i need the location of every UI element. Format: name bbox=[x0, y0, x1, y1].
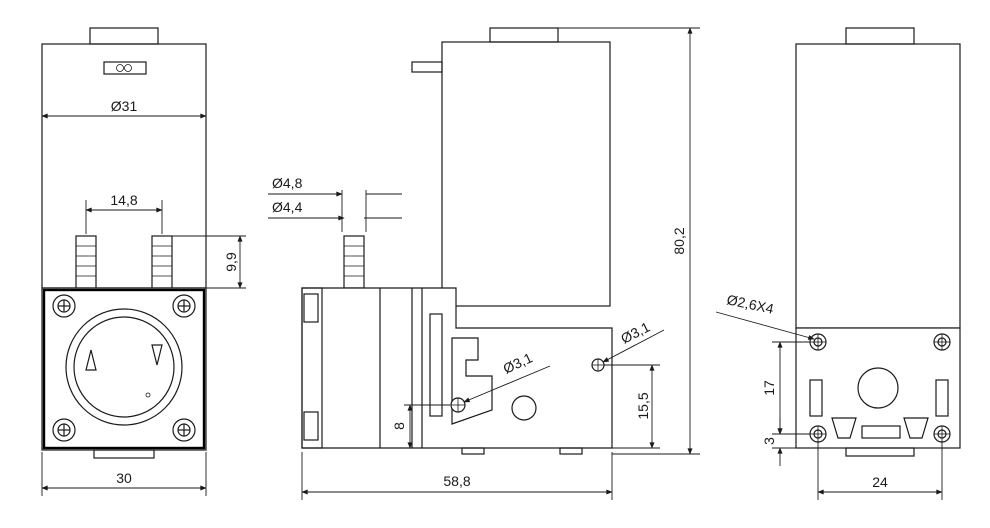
mount-hole-icon bbox=[933, 425, 951, 443]
dim-mount-edge: 3 bbox=[761, 437, 777, 445]
dim-outlet-height: 9,9 bbox=[223, 252, 239, 272]
dim-mount-spacing: 24 bbox=[872, 474, 888, 490]
mount-hole-icon bbox=[933, 333, 951, 351]
screw-icon bbox=[52, 294, 76, 318]
port-circle bbox=[511, 395, 537, 421]
screw-icon bbox=[172, 418, 196, 442]
dim-hole-height: 15,5 bbox=[635, 392, 651, 419]
slot bbox=[429, 313, 443, 417]
motor-cap bbox=[89, 27, 159, 45]
dim-mount-holes: Ø2,6X4 bbox=[725, 291, 775, 317]
dim-hole-diameter-b: Ø3,1 bbox=[618, 319, 652, 347]
mount-hole-icon bbox=[591, 358, 605, 372]
dim-width-front: 30 bbox=[116, 470, 132, 486]
motor-body bbox=[795, 43, 961, 329]
terminal-block bbox=[103, 61, 147, 75]
center-port bbox=[857, 367, 899, 409]
dim-tube-outer: Ø4,8 bbox=[272, 175, 303, 191]
pump-chamber-outer bbox=[65, 308, 183, 426]
terminal-pin bbox=[411, 61, 443, 73]
arrow-down-icon bbox=[151, 344, 163, 366]
tube-outlet bbox=[343, 235, 365, 289]
motor-body bbox=[441, 41, 611, 307]
dim-hole-offset: 8 bbox=[391, 422, 407, 430]
valve-cutout bbox=[451, 337, 493, 425]
rear-view: Ø2,6X4 17 3 24 bbox=[715, 27, 961, 500]
motor-body bbox=[41, 43, 207, 289]
mount-hole-icon bbox=[450, 397, 466, 413]
pump-chamber-inner bbox=[73, 316, 175, 418]
dim-total-length: 58,8 bbox=[443, 473, 470, 489]
outlet-right bbox=[151, 235, 173, 289]
dim-total-height: 80,2 bbox=[671, 227, 687, 254]
mount-hole-icon bbox=[809, 425, 827, 443]
screw-icon bbox=[172, 294, 196, 318]
outlet-left bbox=[75, 235, 97, 289]
side-view: Ø4,8 Ø4,4 80,2 15,5 8 Ø3,1 Ø3,1 58,8 bbox=[268, 27, 700, 500]
motor-cap bbox=[845, 27, 915, 45]
pump-housing bbox=[301, 287, 613, 449]
dim-tube-inner: Ø4,4 bbox=[272, 199, 303, 215]
screw-icon bbox=[52, 418, 76, 442]
arrow-up-icon bbox=[85, 349, 97, 371]
motor-cap bbox=[489, 27, 559, 43]
bottom-foot bbox=[93, 449, 155, 459]
dim-motor-diameter: Ø31 bbox=[111, 98, 138, 114]
front-view: Ø31 14,8 9,9 30 bbox=[41, 27, 246, 496]
dim-mount-vertical: 17 bbox=[761, 380, 777, 396]
dim-outlet-spacing: 14,8 bbox=[110, 192, 137, 208]
mount-hole-icon bbox=[809, 333, 827, 351]
